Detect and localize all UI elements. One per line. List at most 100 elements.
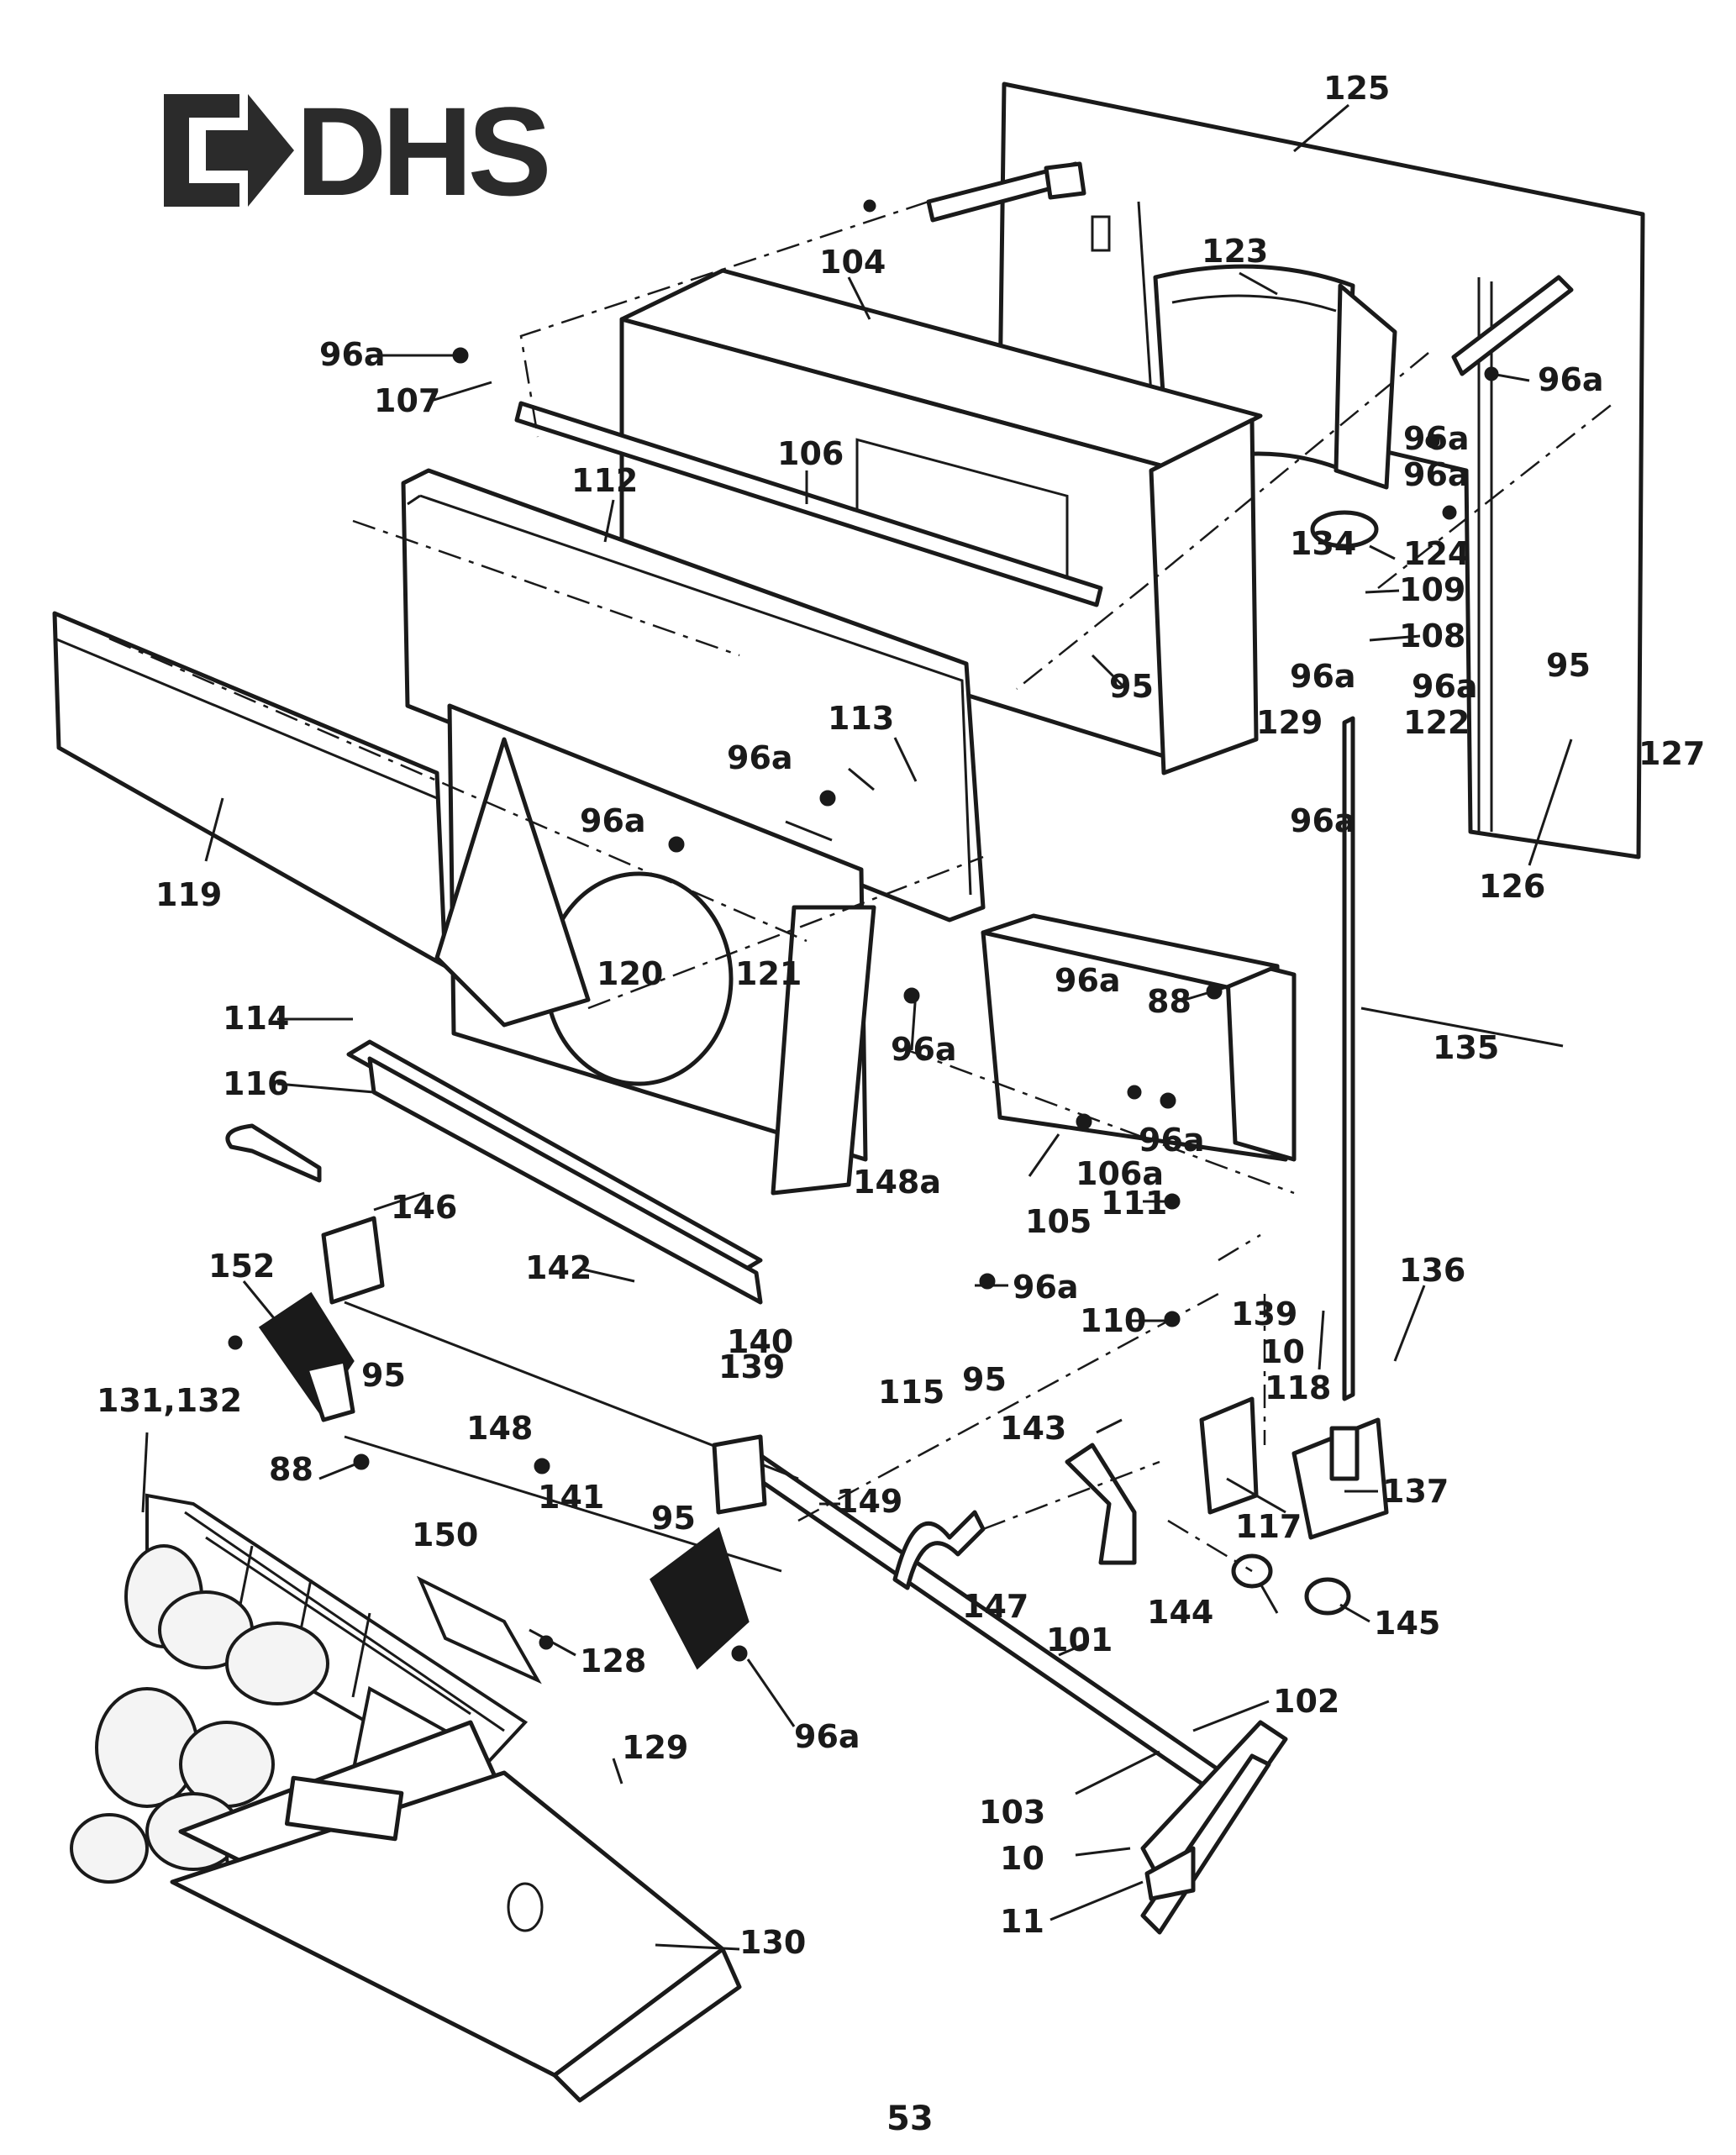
- callout-96a: 96a: [1290, 802, 1356, 839]
- callout-139: 139: [718, 1348, 785, 1385]
- callout-96a: 96a: [319, 336, 386, 373]
- callout-95: 95: [651, 1500, 696, 1537]
- base-channel: [367, 1056, 763, 1305]
- callout-125: 125: [1323, 70, 1390, 107]
- heat-shield: [1153, 264, 1397, 490]
- callout-10: 10: [1260, 1333, 1305, 1370]
- callout-147: 147: [962, 1588, 1028, 1625]
- callout-96a: 96a: [727, 739, 793, 776]
- callout-123: 123: [1202, 233, 1268, 270]
- support-brackets: [926, 161, 1574, 376]
- callout-119: 119: [155, 876, 222, 913]
- callout-109: 109: [1399, 571, 1465, 608]
- pilot-tube: [225, 1123, 322, 1183]
- callout-115: 115: [878, 1374, 944, 1411]
- callout-141: 141: [538, 1479, 604, 1516]
- left-burner-block: [258, 1216, 385, 1422]
- callout-96a: 96a: [1055, 962, 1121, 999]
- callout-10: 10: [1000, 1840, 1044, 1877]
- callout-146: 146: [391, 1189, 457, 1226]
- callout-139: 139: [1231, 1296, 1297, 1332]
- callout-131-132: 131,132: [97, 1382, 242, 1419]
- upper-rail: [514, 401, 1103, 607]
- callout-labels: 125 123 104 96a 107 96a 96a 96a 106 112 …: [97, 70, 1705, 1961]
- callout-96a: 96a: [1139, 1122, 1205, 1159]
- callout-113: 113: [828, 700, 894, 737]
- screws: [228, 199, 1499, 1662]
- callout-122: 122: [1403, 704, 1470, 741]
- callout-140: 140: [727, 1323, 793, 1360]
- callout-148a: 148a: [853, 1164, 941, 1201]
- knob-134: [1310, 510, 1379, 549]
- callout-96a: 96a: [1412, 668, 1478, 705]
- callout-96a: 96a: [1538, 361, 1604, 398]
- callout-129: 129: [622, 1729, 688, 1766]
- callout-145: 145: [1374, 1605, 1440, 1642]
- callout-126: 126: [1479, 868, 1545, 905]
- callout-96a: 96a: [1403, 456, 1470, 493]
- end-bracket: [1140, 1720, 1288, 1935]
- combustion-chamber: [434, 703, 876, 1196]
- callout-128: 128: [580, 1643, 646, 1679]
- callout-134: 134: [1290, 525, 1356, 562]
- dhs-logo: DHS: [158, 81, 553, 222]
- callout-95: 95: [962, 1361, 1007, 1398]
- thermocouple-rod: [1342, 716, 1355, 1401]
- cap-145: [1304, 1577, 1351, 1616]
- callout-101: 101: [1046, 1622, 1113, 1658]
- callout-137: 137: [1382, 1473, 1449, 1510]
- callout-117: 117: [1235, 1508, 1302, 1545]
- callout-150: 150: [412, 1516, 478, 1553]
- callout-106a: 106a: [1076, 1155, 1164, 1192]
- callout-152: 152: [208, 1248, 275, 1285]
- callout-112: 112: [571, 462, 638, 499]
- callout-95: 95: [1109, 668, 1154, 705]
- heat-exchanger: [401, 468, 986, 922]
- callout-129: 129: [1256, 704, 1323, 741]
- callout-111: 111: [1101, 1185, 1167, 1222]
- callout-124: 124: [1403, 535, 1470, 572]
- callout-96a: 96a: [580, 802, 646, 839]
- callout-130: 130: [739, 1924, 806, 1961]
- callout-114: 114: [223, 1000, 289, 1037]
- callout-95: 95: [1546, 647, 1591, 684]
- callout-116: 116: [223, 1065, 289, 1102]
- gas-pipe: [1065, 1443, 1137, 1565]
- callout-144: 144: [1147, 1594, 1213, 1631]
- callout-96a: 96a: [1013, 1269, 1079, 1306]
- callout-148: 148: [466, 1410, 533, 1447]
- callout-120: 120: [597, 955, 663, 992]
- page-number: 53: [886, 2100, 934, 2138]
- callout-88: 88: [1147, 983, 1192, 1020]
- assembly-guides: [108, 200, 1614, 1573]
- callout-104: 104: [819, 244, 886, 281]
- callout-149: 149: [836, 1483, 902, 1520]
- callout-88: 88: [269, 1451, 313, 1488]
- callout-95: 95: [361, 1357, 406, 1394]
- callout-11: 11: [1000, 1903, 1044, 1940]
- callout-135: 135: [1433, 1029, 1499, 1066]
- center-burner-block: [650, 1434, 767, 1670]
- logo-text: DHS: [296, 81, 548, 222]
- callout-136: 136: [1399, 1252, 1465, 1289]
- callout-105: 105: [1025, 1203, 1092, 1240]
- callout-96a: 96a: [891, 1031, 957, 1068]
- callout-127: 127: [1639, 735, 1705, 772]
- callout-121: 121: [735, 955, 802, 992]
- callout-103: 103: [979, 1794, 1045, 1831]
- callout-107: 107: [374, 382, 440, 419]
- leader-lines: [141, 103, 1573, 1951]
- flex-pipe-147: [892, 1510, 986, 1590]
- callout-118: 118: [1265, 1369, 1331, 1406]
- callout-110: 110: [1080, 1302, 1146, 1339]
- callout-96a: 96a: [1290, 658, 1356, 695]
- callout-143: 143: [1000, 1410, 1066, 1447]
- callout-142: 142: [525, 1249, 592, 1286]
- callout-106: 106: [777, 435, 844, 472]
- callout-108: 108: [1399, 618, 1465, 654]
- callout-96a: 96a: [1403, 420, 1470, 457]
- front-panel: [52, 611, 448, 969]
- callout-96a: 96a: [794, 1718, 860, 1755]
- callout-102: 102: [1273, 1683, 1339, 1720]
